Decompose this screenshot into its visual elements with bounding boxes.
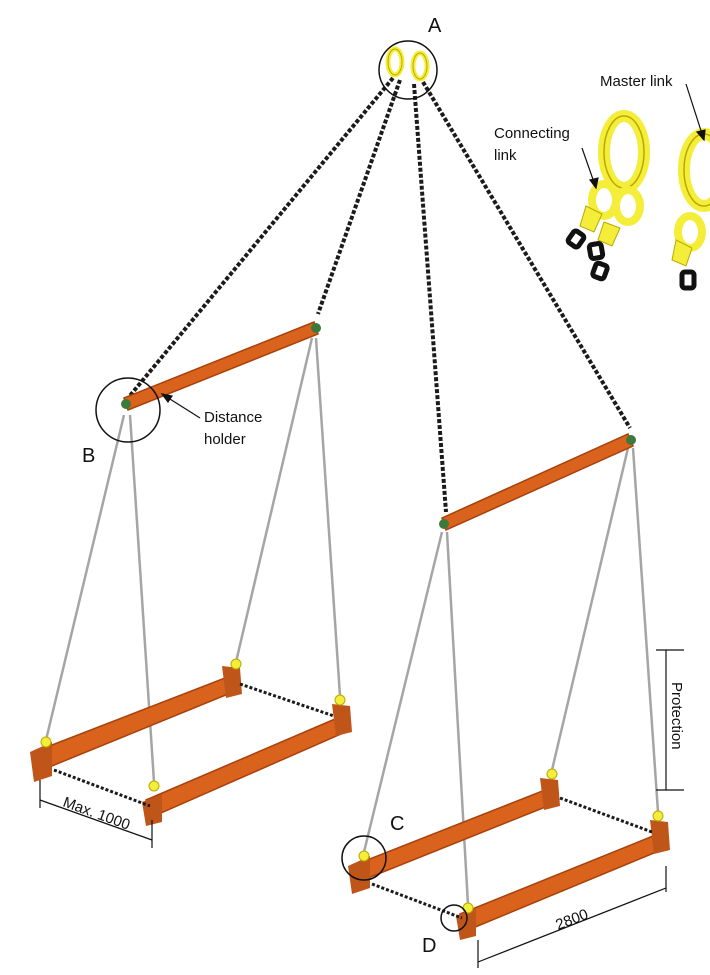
leader-lines (160, 83, 706, 419)
chain-legs (126, 76, 632, 513)
callout-circle-d (440, 904, 468, 932)
lower-frame-left (30, 658, 352, 826)
dimension-length-label: 2800 (553, 906, 590, 934)
callout-circle-b (95, 377, 161, 443)
lower-frame-right (348, 768, 670, 940)
dimension-protection (656, 649, 684, 791)
wire-ropes-left (44, 337, 342, 783)
label-protection: Protection (668, 682, 685, 750)
callout-circles (95, 40, 468, 932)
callout-circle-c (341, 835, 387, 881)
label-master-link: Master link (600, 73, 673, 90)
label-c: C (390, 813, 404, 835)
callout-circle-a (378, 40, 438, 100)
upper-spreader-left (121, 321, 321, 411)
label-a: A (428, 15, 442, 37)
inset-hardware-detail (565, 110, 710, 291)
master-link-assembly (385, 46, 430, 82)
dimension-length (477, 866, 667, 968)
label-distance-holder-line1: Distance (204, 409, 262, 426)
wire-ropes-right (362, 447, 660, 906)
label-connecting-link-line2: link (494, 147, 517, 164)
label-d: D (422, 935, 436, 957)
label-b: B (82, 445, 95, 467)
label-connecting-link-line1: Connecting (494, 125, 570, 142)
label-distance-holder-line2: holder (204, 431, 246, 448)
upper-spreader-right (439, 432, 636, 532)
dimension-max-width-label: Max. 1000 (61, 794, 133, 834)
dimension-max-width (39, 780, 153, 848)
